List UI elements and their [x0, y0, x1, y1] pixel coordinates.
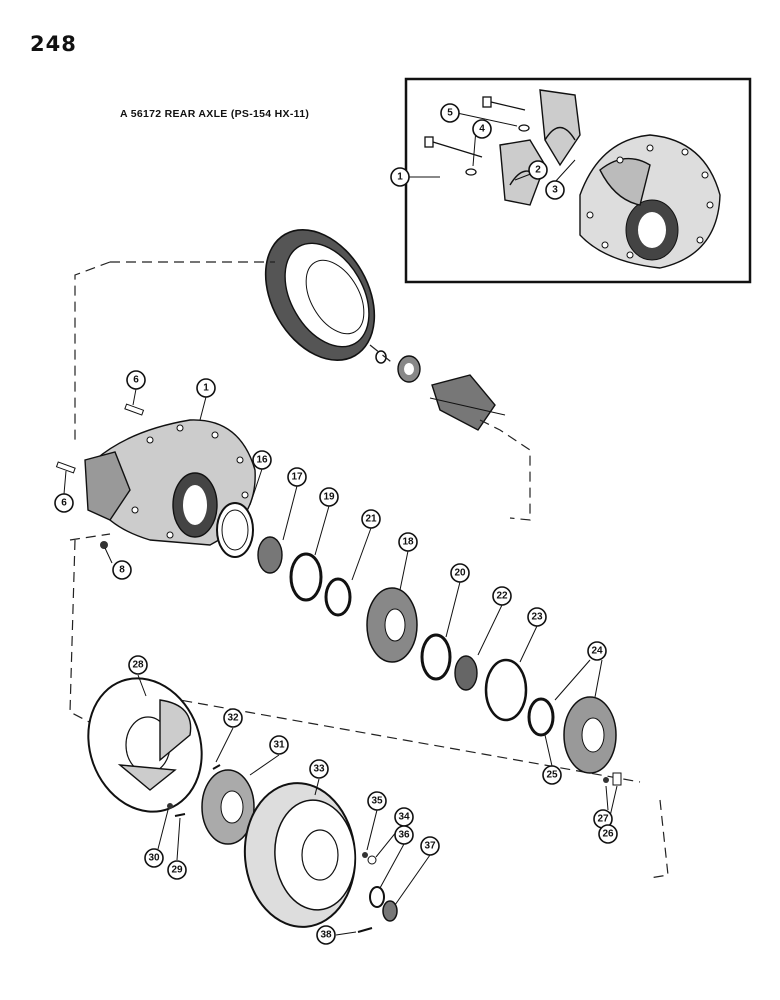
svg-text:16: 16 — [256, 455, 268, 466]
svg-text:20: 20 — [454, 568, 466, 579]
svg-text:34: 34 — [398, 812, 410, 823]
svg-text:36: 36 — [398, 830, 410, 841]
svg-text:23: 23 — [531, 612, 543, 623]
svg-text:18: 18 — [402, 537, 414, 548]
svg-text:3: 3 — [552, 185, 558, 196]
callout-inset-2: 2 — [528, 160, 548, 180]
callout-ring-21: 21 — [361, 509, 381, 529]
callout-pin-38: 38 — [316, 925, 336, 945]
callout-bolt-26: 26 — [598, 824, 618, 844]
callout-washer-36: 36 — [394, 825, 414, 845]
callout-seal-19: 19 — [319, 487, 339, 507]
callout-nut-8: 8 — [112, 560, 132, 580]
callout-nut-37: 37 — [420, 836, 440, 856]
svg-text:30: 30 — [148, 853, 160, 864]
svg-text:2: 2 — [535, 165, 541, 176]
callout-cup-20: 20 — [450, 563, 470, 583]
callout-shim-23: 23 — [527, 607, 547, 627]
gear — [257, 536, 283, 574]
svg-text:6: 6 — [133, 375, 139, 386]
callout-pin-6b: 6 — [54, 493, 74, 513]
svg-text:25: 25 — [546, 770, 558, 781]
callout-nut-34: 34 — [394, 807, 414, 827]
svg-text:19: 19 — [323, 492, 335, 503]
svg-text:1: 1 — [397, 172, 403, 183]
callout-screw-32: 32 — [223, 708, 243, 728]
svg-text:24: 24 — [591, 646, 603, 657]
seal — [289, 552, 323, 602]
svg-text:35: 35 — [371, 796, 383, 807]
callout-washer-35: 35 — [367, 791, 387, 811]
svg-text:1: 1 — [203, 383, 209, 394]
inset-bearing-caps — [499, 89, 581, 206]
svg-text:6: 6 — [61, 498, 67, 509]
callout-backplate-28: 28 — [128, 655, 148, 675]
svg-text:5: 5 — [447, 108, 453, 119]
callout-pin-6a: 6 — [126, 370, 146, 390]
svg-text:28: 28 — [132, 660, 144, 671]
callout-gasket-16: 16 — [252, 450, 272, 470]
callout-retainer-18: 18 — [398, 532, 418, 552]
callout-seal-25: 25 — [542, 765, 562, 785]
svg-text:4: 4 — [479, 124, 485, 135]
ring — [324, 577, 352, 617]
inset-housing — [579, 134, 721, 269]
svg-text:26: 26 — [602, 829, 614, 840]
svg-text:17: 17 — [291, 472, 303, 483]
svg-text:22: 22 — [496, 591, 508, 602]
callout-bolt-29: 29 — [167, 860, 187, 880]
callout-inset-3: 3 — [545, 180, 565, 200]
svg-text:38: 38 — [320, 930, 332, 941]
callout-inset-5: 5 — [440, 103, 460, 123]
callout-washer-27: 27 — [593, 809, 613, 829]
callout-inset-4: 4 — [472, 119, 492, 139]
ring-gear — [264, 229, 376, 361]
svg-text:21: 21 — [365, 514, 377, 525]
svg-text:8: 8 — [119, 565, 125, 576]
svg-text:33: 33 — [313, 764, 325, 775]
page-number: 248 — [30, 32, 77, 56]
callout-inset-1: 1 — [390, 167, 410, 187]
callout-gear-17: 17 — [287, 467, 307, 487]
oil-seal — [527, 697, 555, 737]
svg-text:37: 37 — [424, 841, 436, 852]
bearing-cone — [454, 655, 478, 691]
callout-cone-22: 22 — [492, 586, 512, 606]
callout-hub-24: 24 — [587, 641, 607, 661]
callout-washer-30: 30 — [144, 848, 164, 868]
shim — [484, 658, 528, 722]
svg-text:27: 27 — [597, 814, 609, 825]
pinion-assembly — [375, 350, 506, 431]
bearing-cup — [420, 633, 452, 681]
callout-housing-1: 1 — [196, 378, 216, 398]
diagram-title: A 56172 REAR AXLE (PS-154 HX-11) — [120, 108, 310, 120]
main-housing — [84, 419, 256, 546]
callout-drum-33: 33 — [309, 759, 329, 779]
svg-text:29: 29 — [171, 865, 183, 876]
svg-text:31: 31 — [273, 740, 285, 751]
callout-flange-31: 31 — [269, 735, 289, 755]
svg-text:32: 32 — [227, 713, 239, 724]
